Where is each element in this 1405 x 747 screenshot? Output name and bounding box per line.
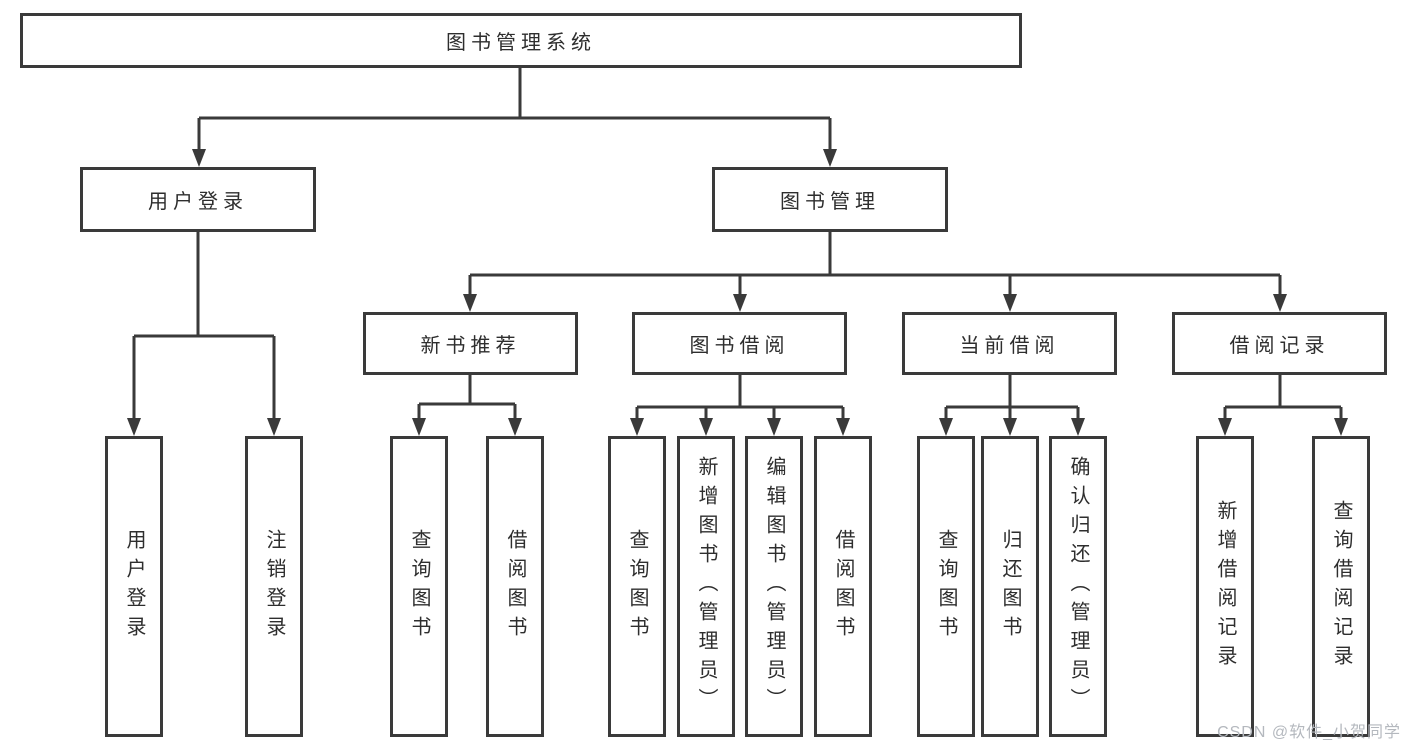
leaf-query-books-borrowing: 查询图书 <box>608 436 666 737</box>
node-book-borrowing-label: 图书借阅 <box>689 335 790 357</box>
leaf-return-books-label: 归还图书 <box>999 528 1021 645</box>
csdn-watermark: CSDN @软件_小贺同学 <box>1217 724 1401 741</box>
leaf-borrow-books-borrowing-label: 借阅图书 <box>832 528 854 645</box>
leaf-logout-login: 注销登录 <box>245 436 303 737</box>
node-new-book-recommend-label: 新书推荐 <box>420 335 521 357</box>
leaf-borrow-books-recommend: 借阅图书 <box>486 436 544 737</box>
leaf-query-borrow-record-label: 查询借阅记录 <box>1330 499 1352 674</box>
connector-book-borrowing-branch <box>637 375 843 409</box>
leaf-edit-books-admin-label: 编辑图书（管理员） <box>763 456 785 717</box>
node-user-login: 用户登录 <box>80 167 316 232</box>
node-user-login-label: 用户登录 <box>148 191 248 213</box>
leaf-add-borrow-record: 新增借阅记录 <box>1196 436 1254 737</box>
leaf-add-books-admin: 新增图书（管理员） <box>677 436 735 737</box>
leaf-query-books-recommend-label: 查询图书 <box>408 528 430 645</box>
leaf-query-borrow-record: 查询借阅记录 <box>1312 436 1370 737</box>
leaf-edit-books-admin: 编辑图书（管理员） <box>745 436 803 737</box>
connector-borrowing-records-branch <box>1225 375 1341 409</box>
connector-book-management-branch <box>470 232 1280 277</box>
connector-user-login-branch <box>134 232 274 338</box>
leaf-logout-login-label: 注销登录 <box>263 528 285 645</box>
leaf-user-login: 用户登录 <box>105 436 163 737</box>
leaf-query-books-current: 查询图书 <box>917 436 975 737</box>
node-book-management: 图书管理 <box>712 167 948 232</box>
leaf-borrow-books-recommend-label: 借阅图书 <box>504 528 526 645</box>
connector-trunks <box>134 68 1341 409</box>
leaf-query-books-borrowing-label: 查询图书 <box>626 528 648 645</box>
leaf-return-books: 归还图书 <box>981 436 1039 737</box>
node-root-label: 图书管理系统 <box>446 32 596 54</box>
node-current-borrowing: 当前借阅 <box>902 312 1117 375</box>
connector-arrows <box>127 118 1348 436</box>
connector-current-borrowing-branch <box>946 375 1078 409</box>
leaf-confirm-return-admin-label: 确认归还（管理员） <box>1067 456 1089 717</box>
node-book-borrowing: 图书借阅 <box>632 312 847 375</box>
connector-new-book-branch <box>419 375 515 406</box>
node-borrowing-records-label: 借阅记录 <box>1229 335 1330 357</box>
leaf-borrow-books-borrowing: 借阅图书 <box>814 436 872 737</box>
node-current-borrowing-label: 当前借阅 <box>959 335 1060 357</box>
connector-root-branch <box>199 68 830 120</box>
leaf-query-books-recommend: 查询图书 <box>390 436 448 737</box>
leaf-confirm-return-admin: 确认归还（管理员） <box>1049 436 1107 737</box>
node-book-management-label: 图书管理 <box>780 191 880 213</box>
leaf-add-borrow-record-label: 新增借阅记录 <box>1214 499 1236 674</box>
leaf-add-books-admin-label: 新增图书（管理员） <box>695 456 717 717</box>
node-borrowing-records: 借阅记录 <box>1172 312 1387 375</box>
node-new-book-recommend: 新书推荐 <box>363 312 578 375</box>
node-root: 图书管理系统 <box>20 13 1022 68</box>
leaf-query-books-current-label: 查询图书 <box>935 528 957 645</box>
leaf-user-login-label: 用户登录 <box>123 528 145 645</box>
